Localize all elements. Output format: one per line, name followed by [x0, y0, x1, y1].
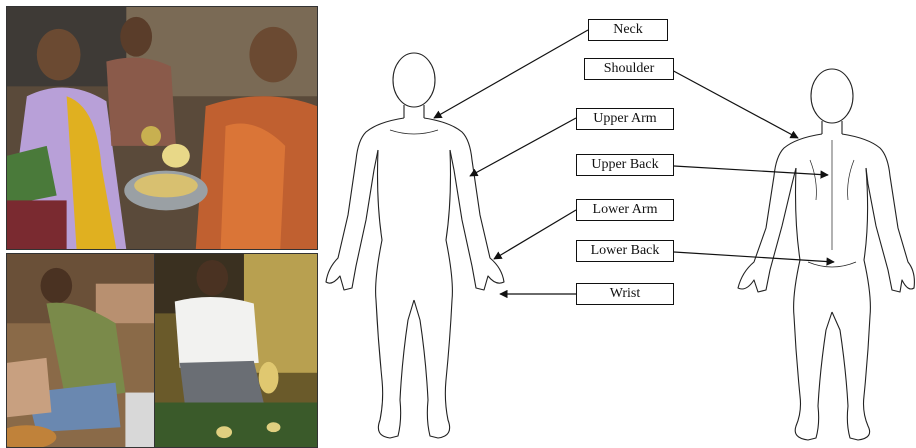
label-shoulder: Shoulder [584, 58, 674, 80]
photo-man-seated-working [6, 253, 156, 448]
label-lower-back: Lower Back [576, 240, 674, 262]
body-regions-diagram: Neck Shoulder Upper Arm Upper Back Lower… [318, 0, 916, 448]
front-body-figure [326, 53, 504, 438]
photo-women-peeling-pineapples [6, 6, 318, 250]
label-wrist: Wrist [576, 283, 674, 305]
back-body-figure [738, 69, 914, 440]
label-neck: Neck [588, 19, 668, 41]
photo-man-crouching-peeling [154, 253, 318, 448]
label-lower-arm: Lower Arm [576, 199, 674, 221]
label-upper-arm: Upper Arm [576, 108, 674, 130]
label-upper-back: Upper Back [576, 154, 674, 176]
